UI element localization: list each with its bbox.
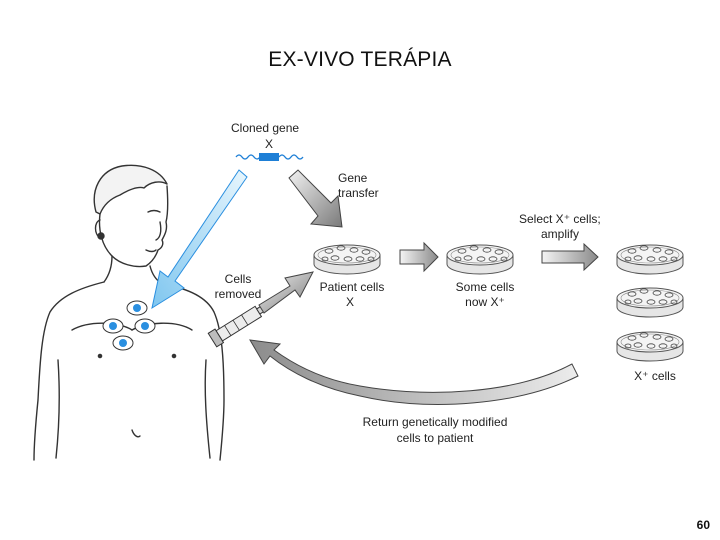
cells-removed-arrow: [259, 272, 313, 313]
select-amplify-arrow: [542, 244, 598, 270]
return-arrow: [250, 340, 578, 404]
dish-x-plus-1: [617, 245, 683, 274]
chest-cells: [103, 301, 155, 350]
dish-some-cells: [447, 245, 513, 274]
label-return-1: Return genetically modified: [363, 415, 508, 429]
label-gene-transfer-1: Gene: [338, 171, 368, 185]
arrow-dish1-to-dish2: [400, 243, 438, 271]
label-patient-cells-2: X: [346, 295, 354, 309]
dish-x-plus-2: [617, 288, 683, 317]
label-cells-removed-1: Cells: [225, 272, 252, 286]
dish-patient-cells: [314, 245, 380, 274]
page-number: 60: [697, 518, 710, 532]
cloned-gene-icon: [236, 153, 303, 161]
label-return-2: cells to patient: [397, 431, 474, 445]
label-select-2: amplify: [541, 227, 579, 241]
label-some-cells-2: now X⁺: [465, 295, 505, 309]
gene-transfer-arrow: [289, 170, 342, 227]
label-x-plus-cells: X⁺ cells: [634, 369, 676, 383]
label-patient-cells-1: Patient cells: [320, 280, 385, 294]
label-cells-removed-2: removed: [215, 287, 262, 301]
label-gene-x: X: [265, 137, 273, 151]
label-select-1: Select X⁺ cells;: [519, 212, 601, 226]
dish-x-plus-3: [617, 332, 683, 361]
label-cloned-gene: Cloned gene: [231, 121, 299, 135]
label-gene-transfer-2: transfer: [338, 186, 379, 200]
label-some-cells-1: Some cells: [456, 280, 515, 294]
